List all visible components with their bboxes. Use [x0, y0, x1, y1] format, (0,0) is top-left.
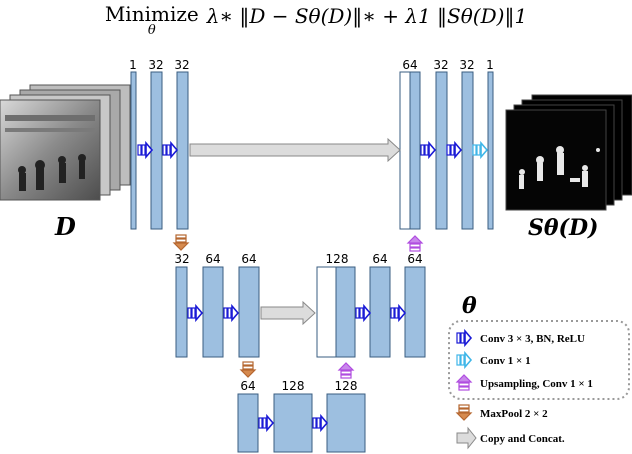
legend: Conv 3 × 3, BN, ReLU Conv 1 × 1 Upsampli… [448, 320, 630, 450]
feature-map-dec1-upsampled [409, 71, 421, 230]
feature-map-enc1-c [176, 71, 189, 230]
channel-label: 128 [282, 379, 305, 393]
channel-label: 64 [402, 58, 417, 72]
channel-label: 64 [205, 252, 220, 266]
feature-map-bottleneck-c [326, 393, 366, 453]
channel-label: 1 [129, 58, 137, 72]
channel-label: 128 [326, 252, 349, 266]
legend-conv1-label: Conv 1 × 1 [480, 355, 531, 367]
minimize-operator: Minimize θ [105, 4, 199, 38]
conv3-arrow-icon [258, 413, 275, 433]
bottleneck: 64 128 128 [237, 379, 366, 453]
channel-label: 32 [174, 58, 189, 72]
channel-label: 32 [459, 58, 474, 72]
channel-label: 64 [407, 252, 422, 266]
decoder-level-2: 128 64 64 [316, 252, 426, 358]
conv3-arrow-icon [223, 303, 240, 323]
conv3-arrow-icon [355, 303, 372, 323]
feature-map-dec1-c [461, 71, 474, 230]
legend-copy-label: Copy and Concat. [480, 433, 565, 445]
channel-label: 32 [433, 58, 448, 72]
upsampling-arrows [337, 235, 424, 379]
feature-map-dec2-b [369, 266, 391, 358]
conv3-arrow-icon [187, 303, 204, 323]
feature-map-enc1-b [150, 71, 163, 230]
conv3-arrow-icon [162, 140, 179, 160]
feature-map-dec1-out [487, 71, 494, 230]
upsample-arrow-icon [337, 362, 355, 379]
legend-maxpool-label: MaxPool 2 × 2 [480, 408, 548, 420]
feature-map-dec1-b [435, 71, 448, 230]
output-frame-stack [505, 94, 632, 211]
input-label: D [54, 212, 76, 241]
skip-connections [189, 137, 401, 326]
maxpool-arrow-icon [172, 234, 190, 251]
input-frame-stack [0, 84, 131, 201]
copy-concat-arrow-level2 [260, 300, 316, 326]
input-frame-people [5, 115, 95, 191]
upsample-arrow-icon [406, 235, 424, 252]
feature-map-bottleneck-b [273, 393, 313, 453]
encoder-level-1: 1 32 32 [129, 58, 190, 230]
legend-theta-box [448, 320, 630, 400]
objective-equation: Minimize θ λ∗ ‖D − Sθ(D)‖∗ + λ1 ‖Sθ(D)‖1 [0, 4, 632, 38]
decoder-level-1: 64 32 32 1 [399, 58, 494, 230]
feature-map-enc2-c [238, 266, 260, 358]
conv3-arrows [137, 140, 463, 433]
feature-map-enc1-a [130, 71, 137, 230]
objective-expression: λ∗ ‖D − Sθ(D)‖∗ + λ1 ‖Sθ(D)‖1 [206, 4, 528, 28]
feature-map-enc2-a [175, 266, 188, 358]
copy-concat-arrow-level1 [189, 137, 401, 163]
feature-map-enc2-b [202, 266, 224, 358]
channel-label: 64 [240, 379, 255, 393]
legend-maxpool-icon [455, 404, 473, 421]
encoder-level-2: 32 64 64 [174, 252, 260, 358]
channel-label: 64 [372, 252, 387, 266]
channel-label: 128 [335, 379, 358, 393]
channel-label: 32 [148, 58, 163, 72]
channel-label: 64 [241, 252, 256, 266]
conv3-arrow-icon [312, 413, 329, 433]
channel-label: 32 [174, 252, 189, 266]
output-frame-foreground [519, 146, 600, 189]
feature-map-bottleneck-a [237, 393, 259, 453]
maxpool-arrows [172, 234, 257, 378]
channel-label: 1 [486, 58, 494, 72]
conv1-arrow-icon [472, 140, 489, 160]
maxpool-arrow-icon [239, 361, 257, 378]
conv3-arrow-icon [137, 140, 154, 160]
legend-copy-icon [456, 426, 477, 450]
legend-upsample-label: Upsampling, Conv 1 × 1 [480, 378, 593, 390]
feature-map-dec2-c [404, 266, 426, 358]
theta-label: θ [462, 293, 477, 319]
minimize-subscript: θ [147, 23, 156, 38]
legend-conv1-icon [456, 350, 473, 370]
conv3-arrow-icon [420, 140, 437, 160]
output-frame-front [505, 109, 607, 211]
minimize-word: Minimize [104, 2, 199, 26]
legend-upsample-icon [455, 374, 473, 391]
feature-map-dec2-upsampled [335, 266, 356, 358]
legend-conv3-icon [456, 328, 473, 348]
conv3-arrow-icon [446, 140, 463, 160]
legend-conv3-label: Conv 3 × 3, BN, ReLU [480, 333, 585, 345]
conv3-arrow-icon [390, 303, 407, 323]
output-label: Sθ(D) [528, 215, 598, 241]
